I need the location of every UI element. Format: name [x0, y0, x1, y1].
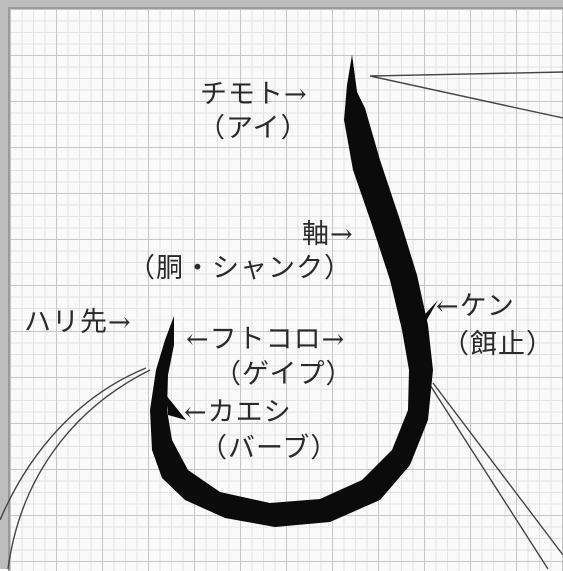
graph-paper-grid [8, 7, 563, 571]
label-shank-alt: （胴・シャンク） [128, 253, 352, 284]
left-leader-line [0, 367, 151, 569]
label-shank: 軸→ [302, 219, 354, 250]
label-ken: ←ケン [436, 291, 515, 322]
label-ken-alt: （餌止） [442, 329, 554, 360]
fish-hook-shape [150, 55, 433, 527]
hook-barb [166, 395, 186, 420]
label-point: ハリ先→ [24, 307, 132, 338]
label-barb-alt: （バーブ） [200, 433, 339, 464]
eye-leader-line [369, 71, 563, 119]
left-border [0, 0, 8, 569]
label-gape: ←フトコロ→ [186, 324, 346, 355]
hook-ken [418, 300, 438, 325]
label-eye-alt: （アイ） [198, 113, 309, 144]
hook-eye-tip [346, 55, 358, 100]
label-eye: チモト→ [200, 79, 308, 110]
label-barb: ←カエシ [184, 397, 292, 428]
label-gape-alt: （ゲイプ） [214, 359, 354, 390]
top-border [0, 0, 563, 7]
right-leader-line [429, 382, 563, 569]
